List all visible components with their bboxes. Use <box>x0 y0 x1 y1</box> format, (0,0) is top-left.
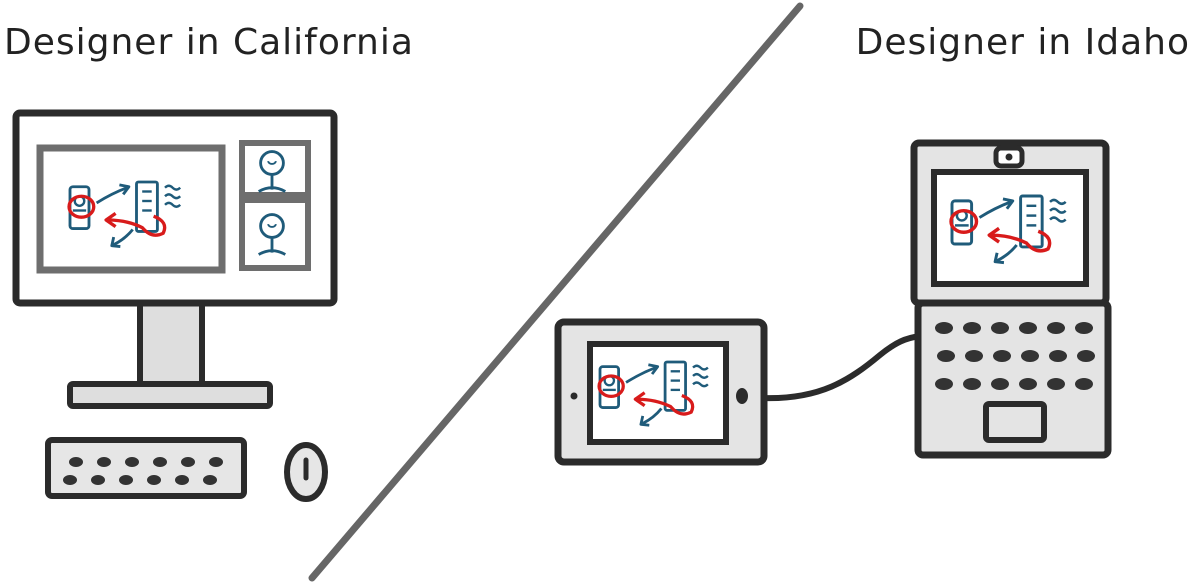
cable-icon <box>759 333 923 402</box>
shared-screen <box>36 144 226 274</box>
divider-line <box>308 2 804 582</box>
video-tile-bottom <box>239 197 311 271</box>
tablet-icon <box>554 318 768 466</box>
trackpad <box>983 401 1047 443</box>
desktop-monitor-icon <box>12 109 338 409</box>
monitor-stand <box>137 297 205 393</box>
caption-designer-california: Designer in California <box>4 22 414 63</box>
caption-designer-idaho: Designer in Idaho <box>855 22 1190 63</box>
monitor-base <box>67 381 273 409</box>
keyboard-icon <box>45 437 247 499</box>
laptop-icon <box>910 139 1112 459</box>
webcam-icon <box>993 145 1025 169</box>
mouse-icon <box>284 442 328 502</box>
